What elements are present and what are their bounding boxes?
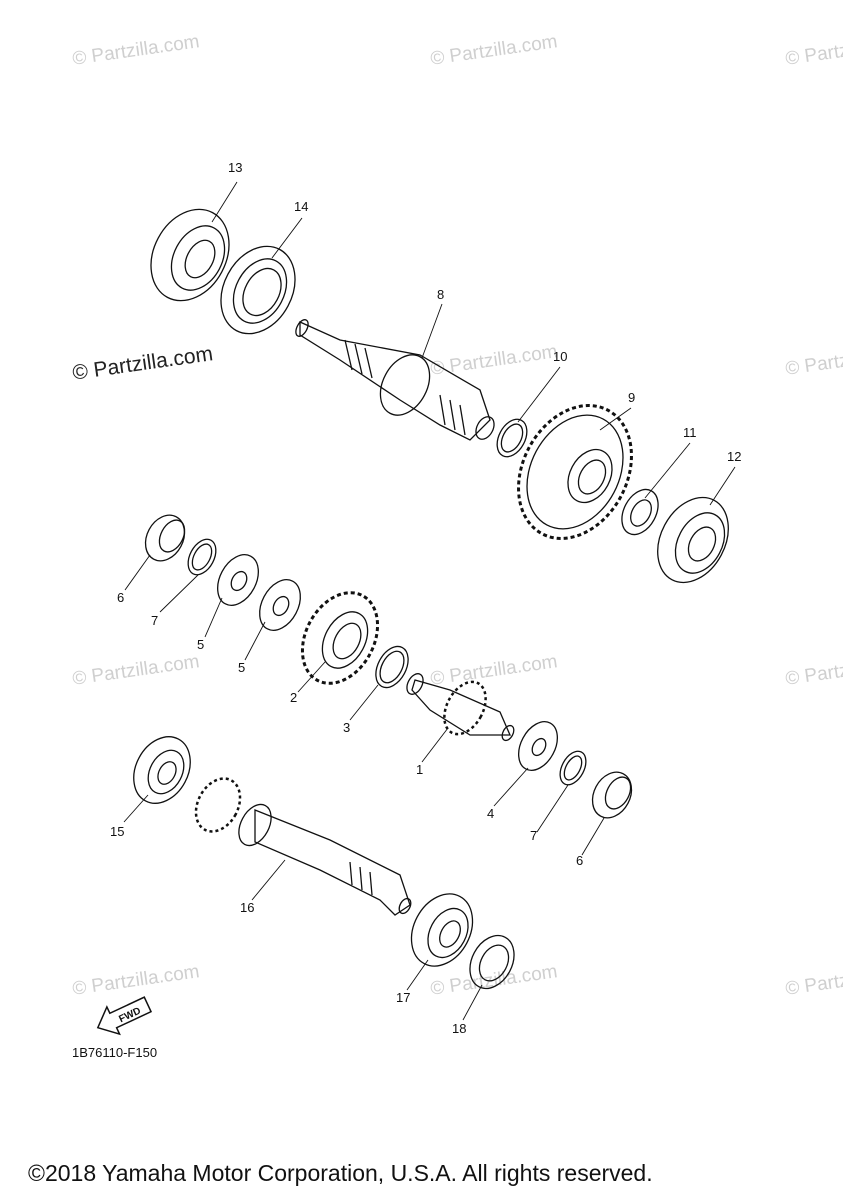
callout-13: 13 [228, 160, 243, 175]
copyright-notice: ©2018 Yamaha Motor Corporation, U.S.A. A… [28, 1160, 653, 1186]
callout-11: 11 [683, 425, 697, 440]
callout-2: 2 [290, 690, 298, 705]
part-16-drive-axle[interactable] [187, 771, 413, 916]
part-4-washer[interactable] [511, 715, 565, 777]
callout-12: 12 [727, 449, 742, 464]
part-15-bearing[interactable] [123, 727, 202, 813]
callout-4: 4 [487, 806, 495, 821]
part-12-bearing[interactable] [644, 485, 743, 595]
callout-7: 7 [530, 828, 538, 843]
part-2-gear[interactable] [287, 580, 392, 697]
part-6-needle-bearing-lower[interactable] [585, 765, 639, 824]
part-8-main-axle[interactable] [293, 318, 497, 443]
part-3-circlip[interactable] [369, 641, 414, 693]
part-10-circlip[interactable] [491, 414, 533, 462]
callout-17: 17 [396, 990, 411, 1005]
part-7-circlip-upper[interactable] [182, 535, 221, 580]
callout-14: 14 [294, 199, 309, 214]
callout-16: 16 [240, 900, 255, 915]
callout-10: 10 [553, 349, 568, 364]
callout-15: 15 [110, 824, 125, 839]
callout-5: 5 [238, 660, 246, 675]
diagram-code: 1B76110-F150 [72, 1045, 158, 1060]
part-5-washer-a[interactable] [209, 548, 266, 613]
part-17-bearing[interactable] [399, 883, 484, 976]
part-5-washer-b[interactable] [251, 573, 308, 638]
part-13-bearing[interactable] [136, 196, 245, 315]
part-1-pinion-gear[interactable] [404, 671, 517, 742]
part-18-oil-seal[interactable] [461, 928, 523, 996]
callout-18: 18 [452, 1021, 467, 1036]
callout-3: 3 [343, 720, 351, 735]
callout-9: 9 [628, 390, 636, 405]
part-6-needle-bearing-upper[interactable] [138, 508, 192, 567]
part-14-oil-seal[interactable] [206, 233, 309, 346]
callout-6: 6 [117, 590, 125, 605]
callout-6: 6 [576, 853, 584, 868]
fwd-arrow-icon: FWD [96, 996, 153, 1036]
callout-7: 7 [151, 613, 159, 628]
callout-5: 5 [197, 637, 205, 652]
part-9-gear[interactable] [496, 386, 654, 558]
part-7-circlip-lower[interactable] [555, 747, 591, 789]
callout-1: 1 [416, 762, 424, 777]
leader-lines [123, 181, 736, 1021]
callout-8: 8 [437, 287, 445, 302]
